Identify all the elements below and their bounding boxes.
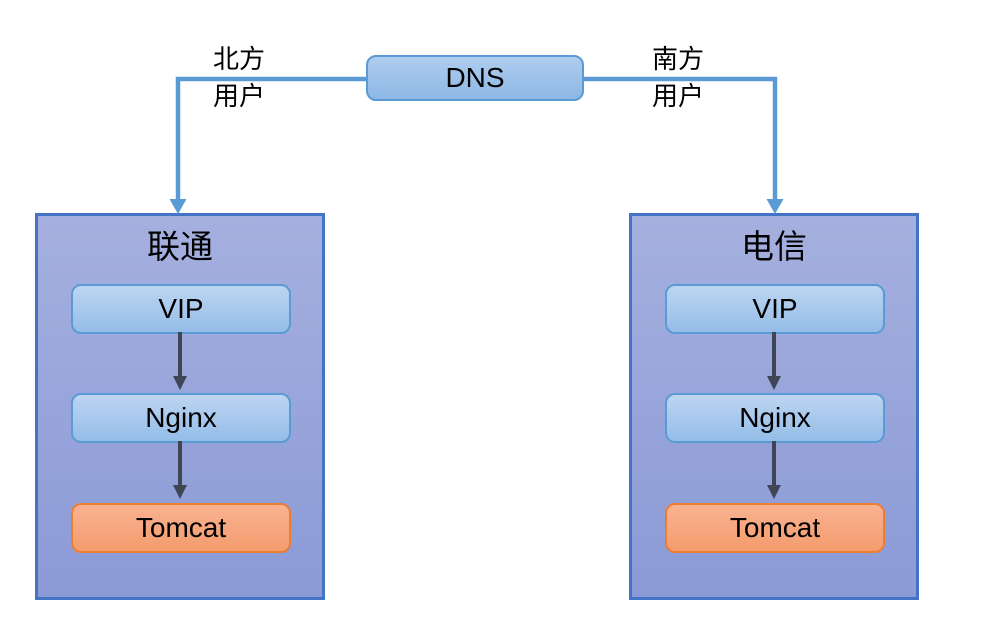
cluster-unicom-title: 联通	[147, 227, 213, 266]
arrowhead-down-icon	[766, 199, 784, 214]
node-telecom-vip-label: VIP	[752, 293, 798, 324]
dns-node: DNS	[366, 55, 584, 101]
node-telecom-nginx-label: Nginx	[739, 402, 811, 433]
node-telecom-tomcat: Tomcat	[665, 503, 885, 553]
south-users-label-line2: 用户	[651, 82, 704, 112]
node-unicom-vip-label: VIP	[158, 293, 204, 324]
node-telecom-nginx: Nginx	[665, 393, 885, 443]
node-unicom-nginx: Nginx	[71, 393, 291, 443]
cluster-telecom: 电信 VIP Nginx Tomcat	[629, 213, 919, 600]
north-users-label: 北方 用户	[201, 42, 277, 116]
node-telecom-vip: VIP	[665, 284, 885, 334]
node-unicom-tomcat-label: Tomcat	[135, 512, 227, 543]
node-unicom-tomcat: Tomcat	[71, 503, 291, 553]
node-unicom-nginx-label: Nginx	[145, 402, 217, 433]
dns-node-label: DNS	[445, 62, 505, 93]
south-users-label-line1: 南方	[651, 45, 704, 75]
cluster-telecom-title: 电信	[741, 227, 807, 266]
south-users-label: 南方 用户	[640, 42, 716, 116]
node-unicom-vip: VIP	[71, 284, 291, 334]
cluster-unicom: 联通 VIP Nginx Tomcat	[35, 213, 325, 600]
north-users-label-line1: 北方	[212, 45, 265, 75]
north-users-label-line2: 用户	[212, 82, 265, 112]
node-telecom-tomcat-label: Tomcat	[729, 512, 821, 543]
arrowhead-down-icon	[169, 199, 187, 214]
